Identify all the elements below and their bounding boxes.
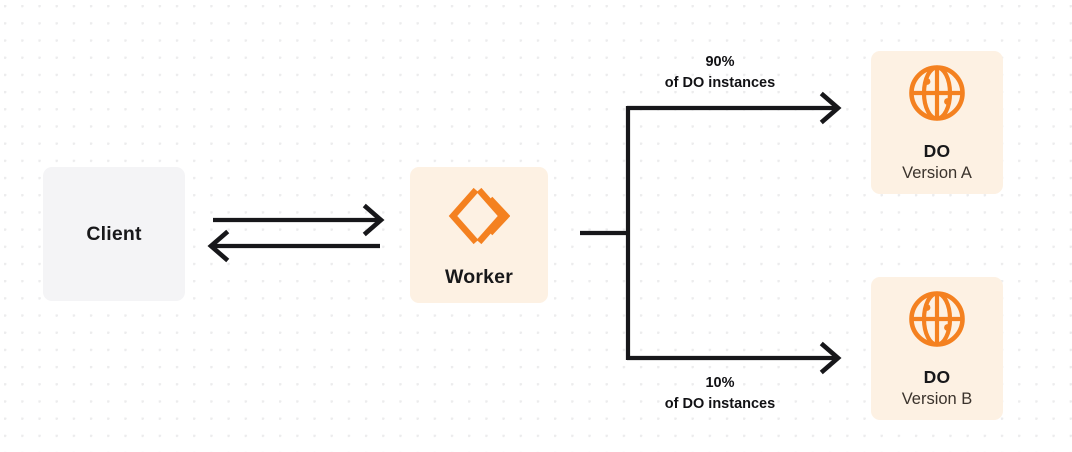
arrow-worker-to-do-b <box>627 341 842 375</box>
node-do-b-label: DO <box>923 366 951 387</box>
edge-label-do-b: 10% of DO instances <box>630 373 810 415</box>
globe-icon <box>907 289 967 354</box>
arrow-worker-to-do-a <box>627 91 842 125</box>
node-worker[interactable]: Worker <box>410 167 548 303</box>
arrow-client-to-worker <box>213 203 385 237</box>
node-do-a-label: DO <box>923 140 951 161</box>
node-worker-label: Worker <box>444 266 514 288</box>
node-do-version-a[interactable]: DO Version A <box>871 51 1003 194</box>
node-do-a-version: Version A <box>902 163 972 182</box>
node-client[interactable]: Client <box>43 167 185 301</box>
node-do-version-b[interactable]: DO Version B <box>871 277 1003 420</box>
edge-label-do-b-description: of DO instances <box>664 396 776 413</box>
globe-icon <box>907 63 967 128</box>
connector-worker-branch <box>580 106 631 360</box>
edge-label-do-a: 90% of DO instances <box>630 52 810 94</box>
cloudflare-workers-icon <box>448 187 511 250</box>
edge-label-do-a-percent: 90% <box>705 54 735 70</box>
edge-label-do-a-description: of DO instances <box>664 75 776 92</box>
node-do-b-version: Version B <box>901 389 973 408</box>
edge-label-do-b-percent: 10% <box>705 375 735 391</box>
node-client-label: Client <box>86 222 142 245</box>
arrow-worker-to-client <box>207 229 380 263</box>
